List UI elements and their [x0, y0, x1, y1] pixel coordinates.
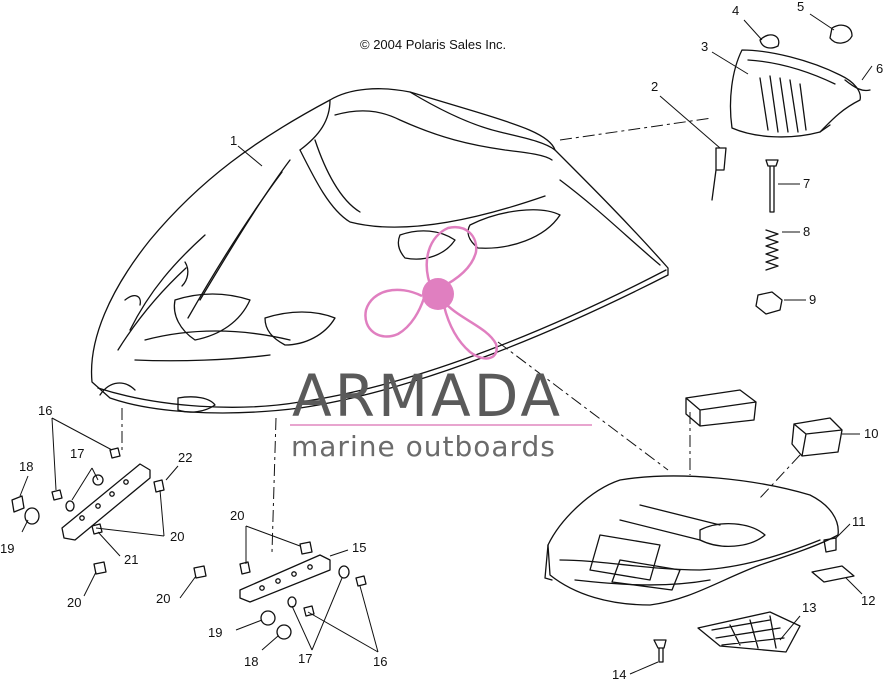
- callout-label: 4: [732, 3, 740, 18]
- block-part-b: [791, 417, 843, 457]
- callout-label: 18: [244, 654, 259, 669]
- watermark-divider: [290, 424, 592, 426]
- callout-label: 5: [797, 0, 805, 14]
- callout-label: 20: [170, 529, 185, 544]
- fastener-part-2: [711, 147, 727, 201]
- callout-label: 12: [861, 593, 876, 608]
- nut-part: [755, 291, 783, 315]
- windshield-part: [729, 49, 861, 138]
- grille-part: [697, 611, 801, 653]
- callout-label: 18: [19, 459, 34, 474]
- assembly-lines: [121, 117, 801, 553]
- screw-part: [653, 639, 667, 663]
- decal-part: [811, 565, 855, 583]
- callout-label: 19: [208, 625, 223, 640]
- callout-label: 10: [864, 426, 879, 441]
- knob-part: [829, 24, 853, 44]
- callout-label: 16: [38, 403, 53, 418]
- callout-label: 19: [0, 541, 15, 556]
- callout-label: 20: [67, 595, 82, 610]
- watermark-tagline-text: marine outboards: [291, 430, 556, 463]
- callout-label: 9: [809, 292, 817, 307]
- watermark-brand-text: ARMADA: [292, 362, 564, 430]
- callout-label: 2: [651, 79, 659, 94]
- callout-label: 17: [70, 446, 85, 461]
- hood-part: [90, 88, 669, 414]
- block-part-a: [685, 389, 757, 427]
- callout-label: 21: [124, 552, 139, 567]
- left-bracket-part: [61, 463, 151, 541]
- right-bracket-part: [239, 554, 331, 603]
- copyright-text: © 2004 Polaris Sales Inc.: [360, 37, 507, 52]
- callout-label: 1: [230, 133, 238, 148]
- callout-label: 6: [876, 61, 884, 76]
- callout-label: 16: [373, 654, 388, 669]
- callout-label: 13: [802, 600, 817, 615]
- callout-label: 14: [612, 667, 627, 682]
- bolt-part: [765, 159, 779, 213]
- callout-label: 11: [852, 514, 866, 529]
- callout-label: 20: [156, 591, 171, 606]
- callout-label: 3: [701, 39, 709, 54]
- callout-label: 17: [298, 651, 313, 666]
- trim-part: [759, 34, 780, 49]
- watermark-propeller-logo: [364, 225, 498, 360]
- callout-label: 7: [803, 176, 811, 191]
- hardware-parts: [11, 447, 367, 640]
- leader-lines: [19, 13, 873, 675]
- belly-pan-part: [544, 475, 839, 606]
- callout-label: 15: [352, 540, 367, 555]
- callout-label: 22: [178, 450, 193, 465]
- spring-part: [765, 229, 779, 271]
- callout-label: 8: [803, 224, 811, 239]
- callout-label: 20: [230, 508, 245, 523]
